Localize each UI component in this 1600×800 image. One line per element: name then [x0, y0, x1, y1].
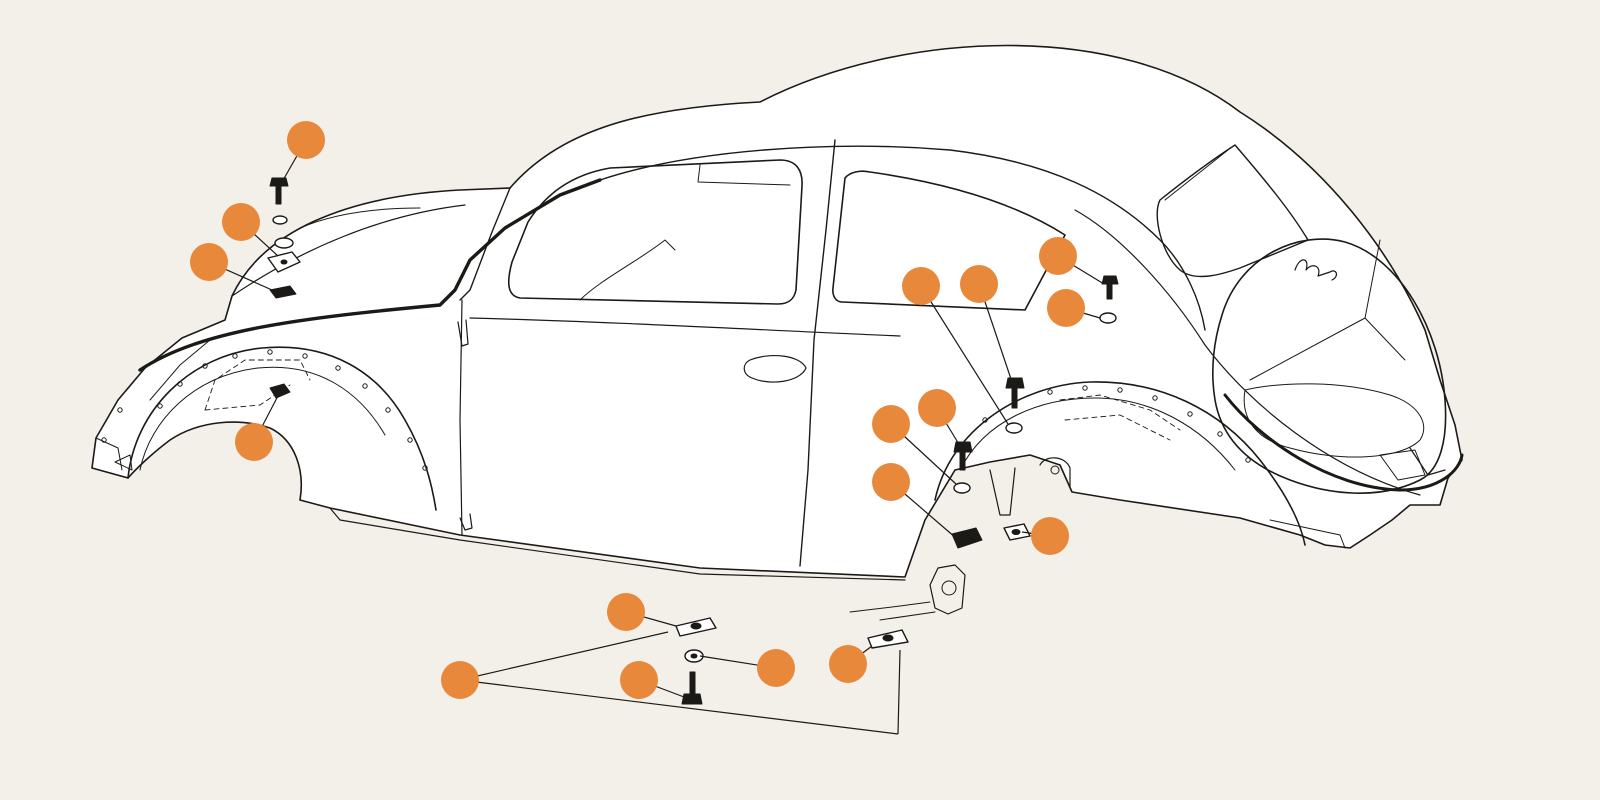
callout-hotspot-5[interactable]: [1039, 237, 1077, 275]
callout-hotspot-3[interactable]: [190, 243, 228, 281]
hood-emblem-scribble: [1294, 259, 1338, 281]
callout-hotspot-6[interactable]: [1047, 289, 1085, 327]
windshield-seal: [138, 178, 602, 372]
callout-hotspot-13[interactable]: [607, 593, 645, 631]
callout-hotspot-15[interactable]: [620, 661, 658, 699]
callout-hotspot-17[interactable]: [441, 661, 479, 699]
callout-hotspot-4[interactable]: [235, 423, 273, 461]
rear-side-window: [832, 170, 1066, 311]
plate-part-rear: [951, 527, 983, 549]
callout-hotspot-2[interactable]: [222, 203, 260, 241]
washer-part-rear-upper: [1099, 312, 1117, 324]
door-handle: [743, 355, 807, 383]
washer-part-rear-low: [953, 482, 971, 494]
callout-hotspot-10[interactable]: [872, 405, 910, 443]
bolt-part-rear-upper: [1101, 275, 1119, 300]
callout-hotspot-8[interactable]: [902, 267, 940, 305]
callout-hotspot-9[interactable]: [918, 389, 956, 427]
jack-point: [929, 564, 966, 615]
callout-hotspots: [190, 121, 1085, 699]
callout-hotspot-7[interactable]: [960, 265, 998, 303]
rear-wheel-arch: [934, 381, 1306, 546]
callout-hotspot-11[interactable]: [872, 463, 910, 501]
callout-hotspot-12[interactable]: [1031, 517, 1069, 555]
bolt-part-rear-mid: [1005, 377, 1025, 409]
clip-nut-part: [269, 285, 297, 299]
callout-hotspot-1[interactable]: [287, 121, 325, 159]
car-body-shell: [91, 44, 1464, 621]
clip-nut-part-front: [269, 383, 291, 399]
bolt-part-bottom: [681, 671, 703, 705]
callout-hotspot-14[interactable]: [757, 649, 795, 687]
front-wheel-arch: [127, 346, 437, 511]
callout-hotspot-16[interactable]: [829, 645, 867, 683]
washer-part: [272, 215, 288, 225]
body-outline: [91, 44, 1463, 578]
spacer-part: [274, 237, 294, 249]
engine-bay-opening: [1211, 238, 1447, 494]
washer-part-rear-mid: [1005, 422, 1023, 434]
front-window: [507, 159, 803, 305]
